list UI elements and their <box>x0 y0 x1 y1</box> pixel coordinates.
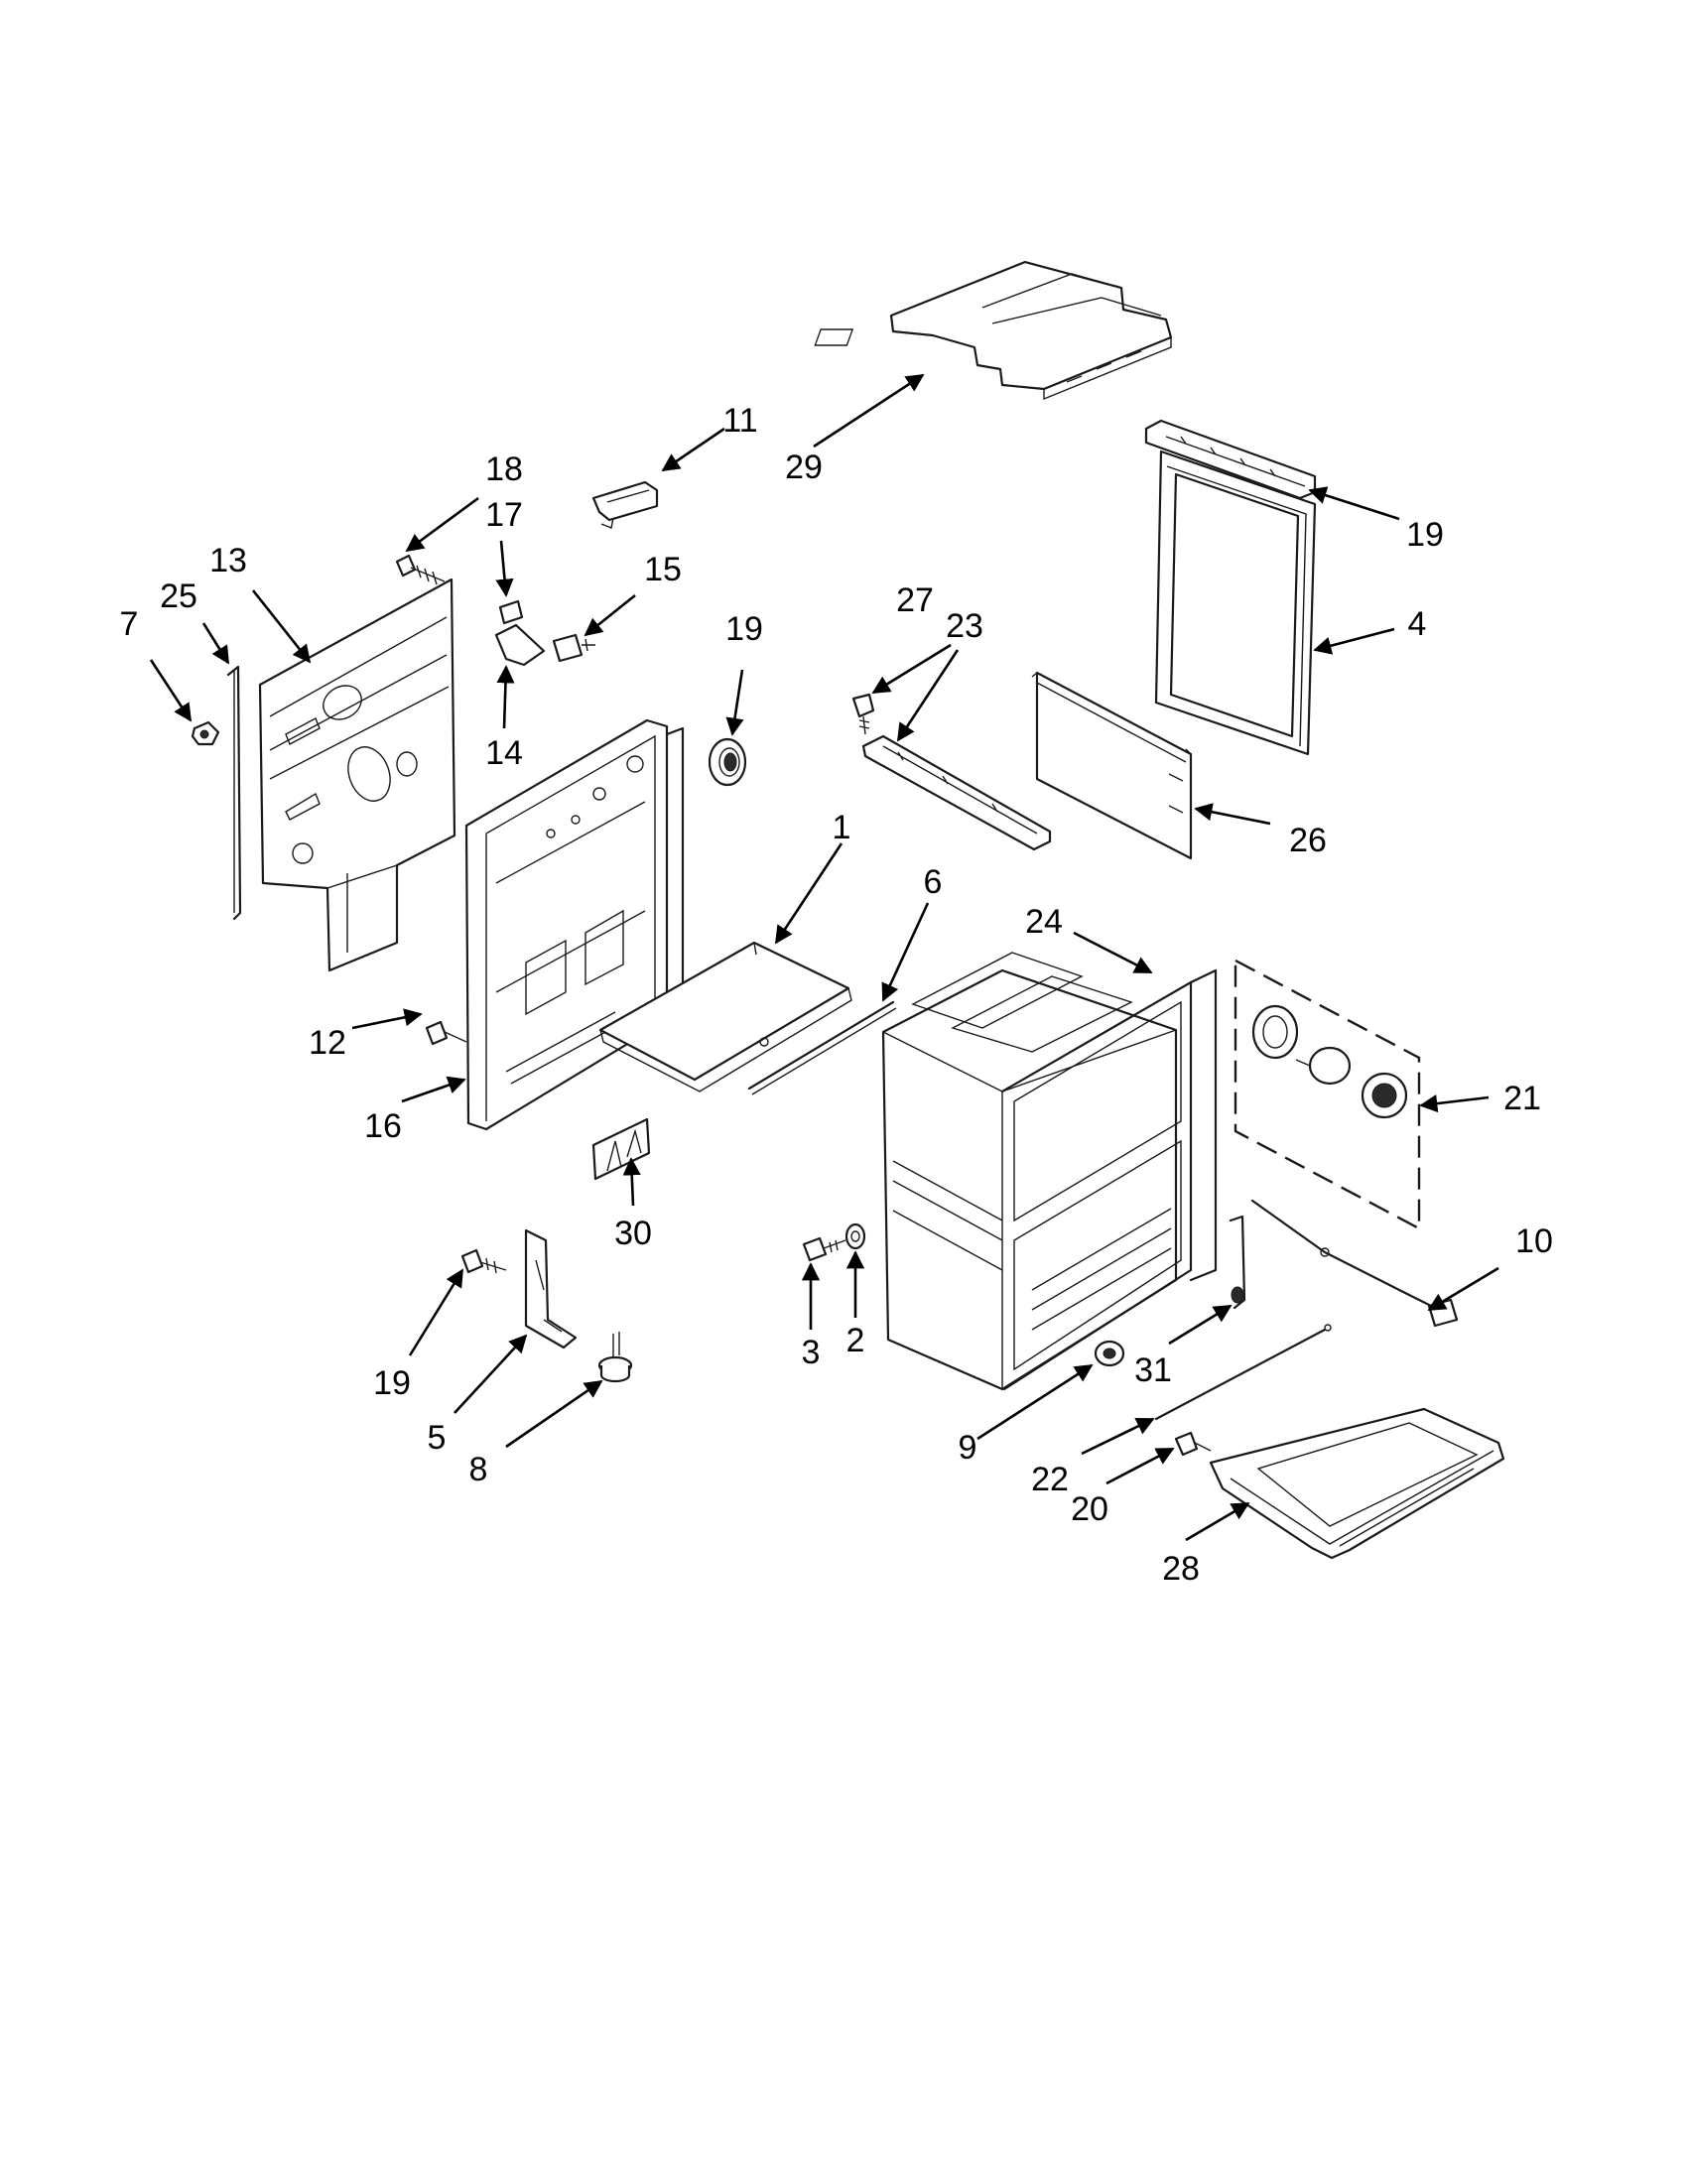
callout-2: 2 <box>846 1322 865 1359</box>
part-sensor <box>1250 1199 1459 1328</box>
callout-7: 7 <box>120 605 139 643</box>
part-door-frame <box>1154 450 1317 756</box>
callout-16: 16 <box>364 1107 402 1145</box>
callout-18: 18 <box>485 450 523 488</box>
callout-30: 30 <box>614 1215 652 1252</box>
callout-23: 23 <box>946 607 983 645</box>
callout-19-vent-trim: 19 <box>1406 516 1444 554</box>
part-top-panel <box>814 260 1173 401</box>
callout-9: 9 <box>959 1429 977 1467</box>
part-bolt-3 <box>802 1236 846 1262</box>
part-rear-panel <box>258 578 456 972</box>
callout-4: 4 <box>1408 605 1427 643</box>
callout-28: 28 <box>1162 1550 1200 1588</box>
callout-1: 1 <box>833 809 851 846</box>
callout-15: 15 <box>644 551 682 588</box>
callout-12: 12 <box>309 1024 346 1062</box>
callout-10: 10 <box>1515 1222 1553 1260</box>
part-bolt-19-lower <box>460 1248 507 1274</box>
callout-6: 6 <box>924 863 943 901</box>
part-clip-14 <box>494 623 546 667</box>
part-strip <box>226 665 242 921</box>
part-screw <box>851 693 875 735</box>
part-drawer-panel <box>1209 1407 1505 1560</box>
part-leveling-bracket <box>524 1228 578 1349</box>
part-bolt-15 <box>552 633 595 663</box>
callout-19-bolt: 19 <box>373 1364 411 1402</box>
part-washer <box>844 1222 866 1250</box>
part-clip-17 <box>498 599 524 625</box>
part-wire <box>1154 1324 1332 1421</box>
callout-14: 14 <box>485 734 523 772</box>
callout-20: 20 <box>1071 1490 1108 1528</box>
callout-17: 17 <box>485 496 523 534</box>
part-lamp-kit <box>1234 959 1421 1230</box>
part-bottom-tray <box>598 941 852 1092</box>
callout-31: 31 <box>1134 1351 1172 1389</box>
part-bolt-18 <box>395 554 446 585</box>
part-leveling-leg <box>597 1332 633 1383</box>
callout-19-grommet: 19 <box>725 610 763 648</box>
callout-26: 26 <box>1289 822 1327 859</box>
callout-11: 11 <box>722 402 757 440</box>
callout-labels: 1 2 3 4 5 6 7 8 9 10 11 12 13 14 15 16 1… <box>120 402 1553 1588</box>
part-small-bracket <box>591 480 659 529</box>
part-screw-20 <box>1174 1431 1212 1457</box>
callout-24: 24 <box>1025 903 1063 941</box>
part-plate <box>1031 671 1193 860</box>
part-bracket-30 <box>591 1117 651 1181</box>
callout-5: 5 <box>428 1419 447 1457</box>
part-screw-12 <box>425 1020 467 1046</box>
callout-27: 27 <box>896 581 934 619</box>
leader-lines <box>149 373 1499 1542</box>
callout-21: 21 <box>1503 1080 1541 1117</box>
part-rod <box>747 1000 897 1095</box>
callout-25: 25 <box>160 578 197 615</box>
part-nut <box>191 720 220 746</box>
callout-22: 22 <box>1031 1461 1069 1498</box>
part-probe <box>1229 1215 1246 1310</box>
callout-3: 3 <box>802 1334 821 1371</box>
callout-8: 8 <box>469 1451 488 1488</box>
part-grommet <box>708 737 747 787</box>
part-rail <box>861 734 1052 851</box>
callout-13: 13 <box>209 542 247 579</box>
part-knob <box>1094 1340 1125 1367</box>
callout-29: 29 <box>785 449 823 486</box>
part-oven-cavity <box>881 952 1218 1391</box>
part-side-frame <box>464 718 685 1131</box>
